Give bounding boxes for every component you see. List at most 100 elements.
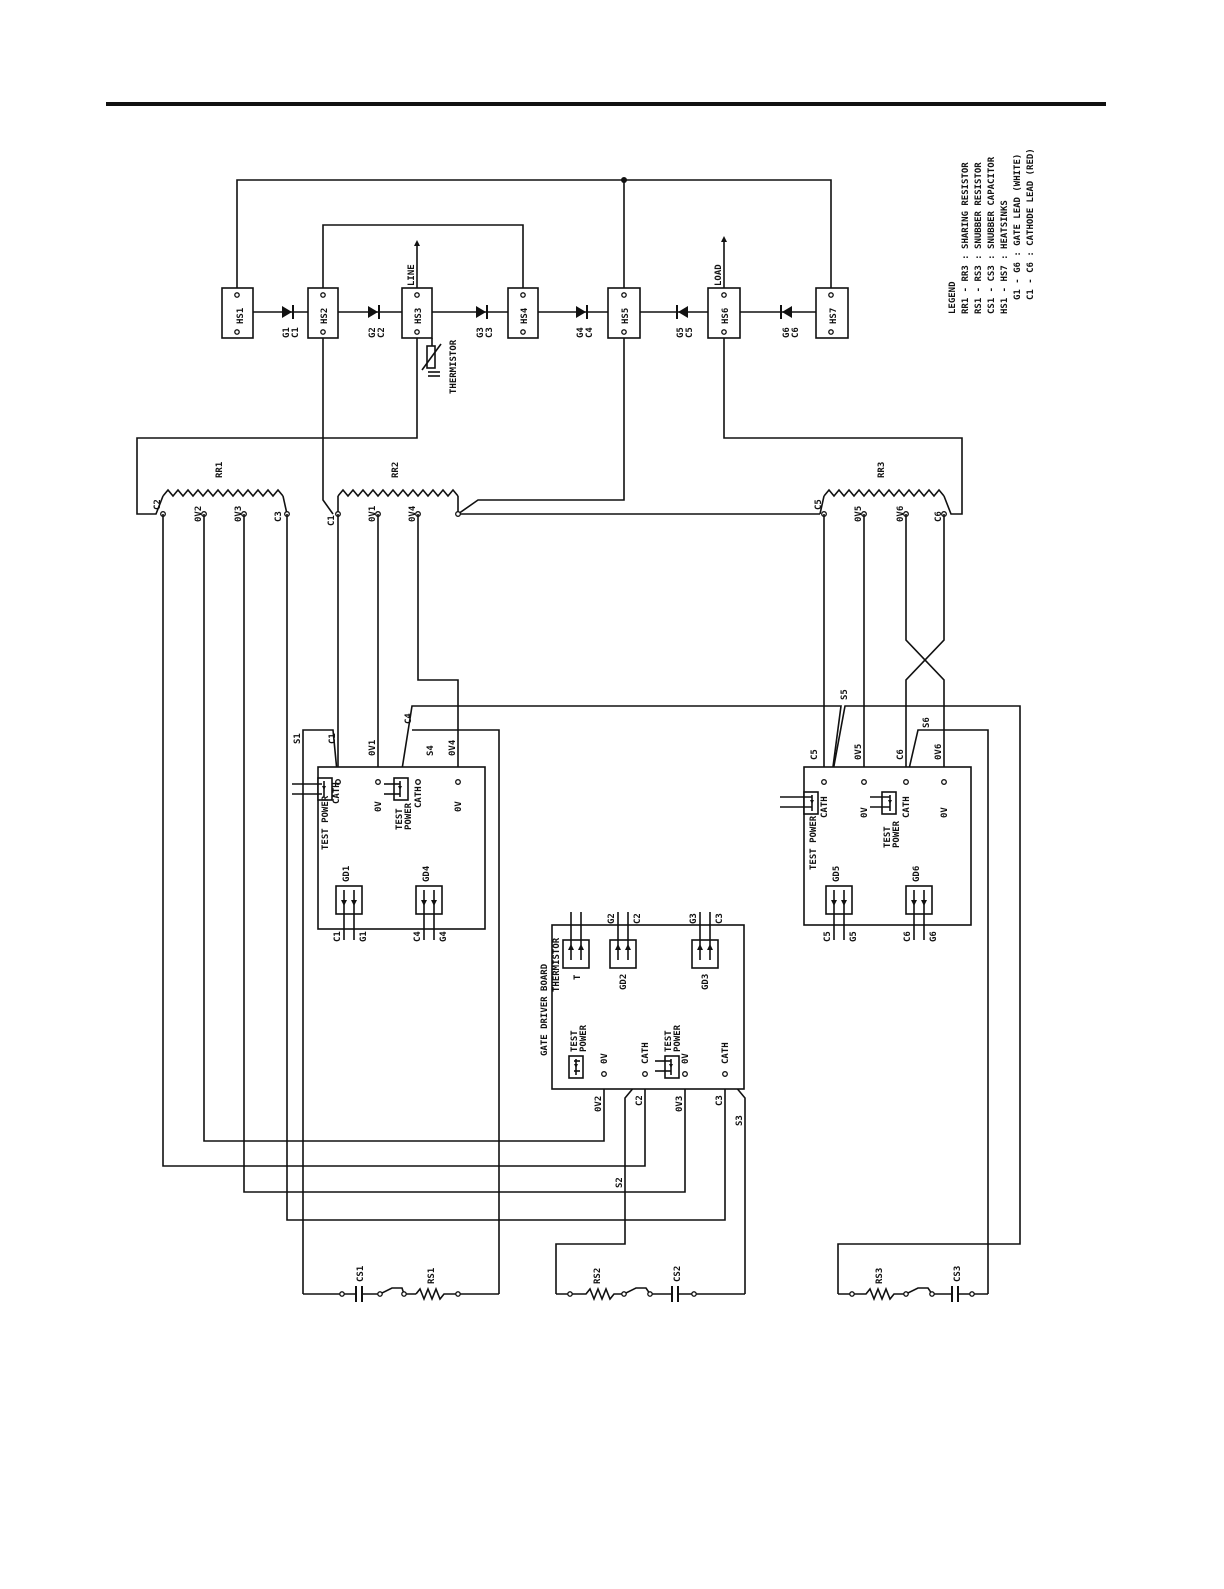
rr2-tap-0v1: 0V1: [368, 506, 378, 522]
rs2-label: RS2: [593, 1268, 603, 1284]
snubber-1: CS1 RS1: [303, 1266, 499, 1302]
rr3-label: RR3: [877, 462, 887, 478]
left-gd4-label: GD4: [422, 865, 432, 882]
scr6-gate: G6: [782, 327, 792, 338]
cs2-label: CS2: [673, 1266, 683, 1282]
center-0v2-label: 0V2: [594, 1096, 604, 1112]
snubber-2: RS2 CS2: [556, 1266, 745, 1302]
scr5-cath: C5: [685, 327, 695, 338]
sharing-resistor-rr2: RR2: [337, 338, 625, 516]
thermistor-label: THERMISTOR: [449, 339, 459, 394]
scr-diodes: G1 C1 G2 C2 G3 C3 G4 C4 G5 C5 G6 C6: [282, 305, 801, 338]
hs2-to-c1-wire: [322, 338, 334, 515]
gate-driver-board-left: S1 C1 0V1 C4 S4 0V4 TEST POWER CATH 0V T…: [292, 713, 486, 942]
right-0v5-label: 0V5: [854, 744, 864, 760]
hs4-label: HS4: [520, 307, 530, 324]
left-gd1-label: GD1: [342, 866, 352, 882]
center-test-power-2: [664, 1055, 680, 1079]
sharing-resistor-rr3: RR3: [723, 338, 963, 515]
left-gd1-c: C1: [333, 931, 343, 942]
thermistor-symbol: THERMISTOR: [421, 338, 459, 394]
right-gd5-g: G5: [849, 931, 859, 942]
left-test-label-2: TEST: [395, 808, 405, 830]
cs3-label: CS3: [953, 1266, 963, 1282]
right-c6-label: C6: [896, 749, 906, 760]
line-terminal-label: LINE: [407, 264, 417, 286]
center-t-label: T: [573, 974, 583, 980]
hs7-label: HS7: [829, 308, 839, 324]
right-0v6-label: 0V6: [934, 744, 944, 760]
scr4-gate: G4: [576, 327, 586, 338]
rr2-tap-c1: C1: [327, 515, 337, 526]
center-0v-label: 0V: [600, 1053, 610, 1064]
right-c5-label: C5: [810, 749, 820, 760]
left-s4-label: S4: [426, 745, 436, 756]
left-0v-label-1: 0V: [374, 801, 384, 812]
center-power-label-2: POWER: [673, 1024, 683, 1052]
center-s3-label: S3: [735, 1115, 745, 1126]
center-test-label-1: TEST: [570, 1030, 580, 1052]
right-s5-label: S5: [840, 689, 850, 700]
snubber-3: RS3 CS3: [838, 1266, 988, 1302]
right-test-power-1: [803, 791, 819, 815]
interconnect-wires: [162, 514, 1021, 1294]
scr4-cath: C4: [585, 327, 595, 338]
gate-driver-board-center: GATE DRIVER BOARD THERMISTOR T G2 C2 GD2…: [540, 912, 745, 1188]
scr-3-symbol: [476, 305, 488, 319]
center-cath-label-2: CATH: [721, 1042, 731, 1064]
left-gd4-connector: [415, 885, 443, 915]
scr2-gate: G2: [368, 327, 378, 338]
scr6-cath: C6: [791, 327, 801, 338]
scr1-gate: G1: [282, 327, 292, 338]
right-cath-label-1: CATH: [820, 796, 830, 818]
rs3-label: RS3: [875, 1268, 885, 1284]
rr1-tap-c3: C3: [274, 511, 284, 522]
right-power-label-2: POWER: [892, 820, 902, 848]
rr1-label: RR1: [215, 462, 225, 478]
scr-5-symbol: [676, 305, 688, 319]
left-s1-label: S1: [293, 733, 303, 744]
left-test-power-2: [393, 777, 409, 801]
scr3-gate: G3: [476, 327, 486, 338]
center-gd3-c: C3: [715, 913, 725, 924]
scr-1-symbol: [282, 305, 294, 319]
right-gd5-c: C5: [823, 931, 833, 942]
right-test-label-2: TEST: [883, 826, 893, 848]
scr-4-symbol: [576, 305, 588, 319]
legend-title: LEGEND: [948, 281, 958, 314]
legend: LEGEND RR1 - RR3 : SHARING RESISTOR RS1 …: [948, 148, 1036, 314]
center-s2-label: S2: [615, 1177, 625, 1188]
hs5-label: HS5: [621, 308, 631, 324]
left-test-power-label-1: TEST POWER: [321, 795, 331, 850]
scr5-gate: G5: [676, 327, 686, 338]
left-0v-label-2: 0V: [454, 801, 464, 812]
cs1-label: CS1: [356, 1266, 366, 1282]
hs2-label: HS2: [320, 308, 330, 324]
left-cath-label-2: CATH: [414, 786, 424, 808]
right-test-power-2: [881, 791, 897, 815]
sharing-resistor-rr1: RR1: [136, 338, 418, 515]
scr-2-symbol: [368, 305, 380, 319]
left-gd1-connector: [335, 885, 363, 915]
left-c1-label: C1: [328, 733, 338, 744]
right-gd5-label: GD5: [832, 866, 842, 882]
scr3-cath: C3: [485, 327, 495, 338]
right-0v-label-1: 0V: [860, 807, 870, 818]
rs1-label: RS1: [427, 1268, 437, 1284]
legend-line-g: G1 - G6 : GATE LEAD (WHITE): [1013, 154, 1023, 300]
rr1-tap-0v3: 0V3: [234, 506, 244, 522]
center-gd2-label: GD2: [619, 974, 629, 990]
right-s6-label: S6: [922, 717, 932, 728]
center-t-connector: [562, 939, 590, 969]
left-gd4-g: G4: [439, 931, 449, 942]
center-test-label-2: TEST: [664, 1030, 674, 1052]
hs1-label: HS1: [236, 308, 246, 324]
rr1-tap-c2: C2: [153, 499, 163, 510]
right-gd6-c: C6: [903, 931, 913, 942]
left-0v4-label: 0V4: [448, 739, 458, 756]
center-board-title: GATE DRIVER BOARD: [540, 963, 550, 1056]
rr3-tap-0v6: 0V6: [896, 506, 906, 522]
legend-line-rs: RS1 - RS3 : SNUBBER RESISTOR: [974, 162, 984, 314]
legend-line-hs: HS1 - HS7 : HEATSINKS: [1000, 200, 1010, 314]
center-thermistor-label: THERMISTOR: [552, 937, 562, 992]
